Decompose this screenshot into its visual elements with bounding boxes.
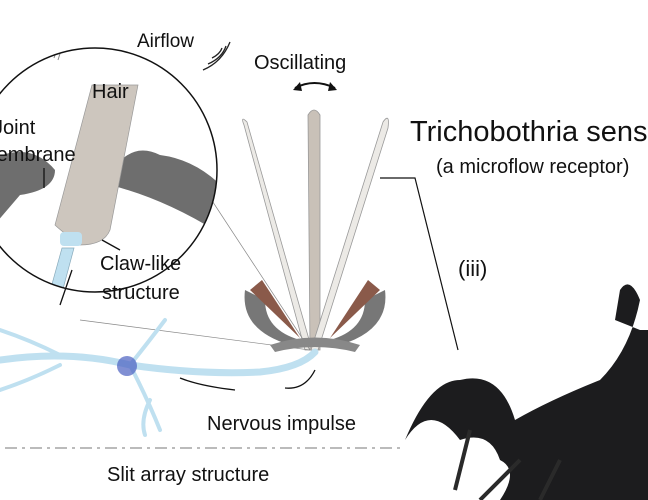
claw-like-label-2: structure	[102, 282, 180, 304]
airflow-label: Airflow	[137, 31, 195, 52]
hair-fan	[242, 109, 389, 351]
sensor-subtitle: (a microflow receptor)	[436, 156, 630, 178]
nervous-impulse-label: Nervous impulse	[207, 413, 356, 435]
sensor-title: Trichobothria sensor	[410, 116, 648, 148]
oscillating-label: Oscillating	[254, 52, 347, 74]
slit-array-label: Slit array structure	[107, 464, 270, 486]
scorpion-photo	[405, 284, 648, 500]
socket-claws	[244, 280, 386, 352]
hair-label: Hair	[92, 81, 129, 103]
panel-number: (iii)	[458, 256, 488, 281]
magnified-view	[0, 47, 218, 293]
airflow-icon	[202, 41, 231, 71]
joint-membrane-label-1: Joint	[0, 117, 36, 139]
nucleus-icon	[117, 356, 137, 376]
joint-membrane-label-2: membrane	[0, 144, 76, 166]
claw-like-label-1: Claw-like	[100, 253, 182, 275]
neuron	[0, 318, 319, 437]
